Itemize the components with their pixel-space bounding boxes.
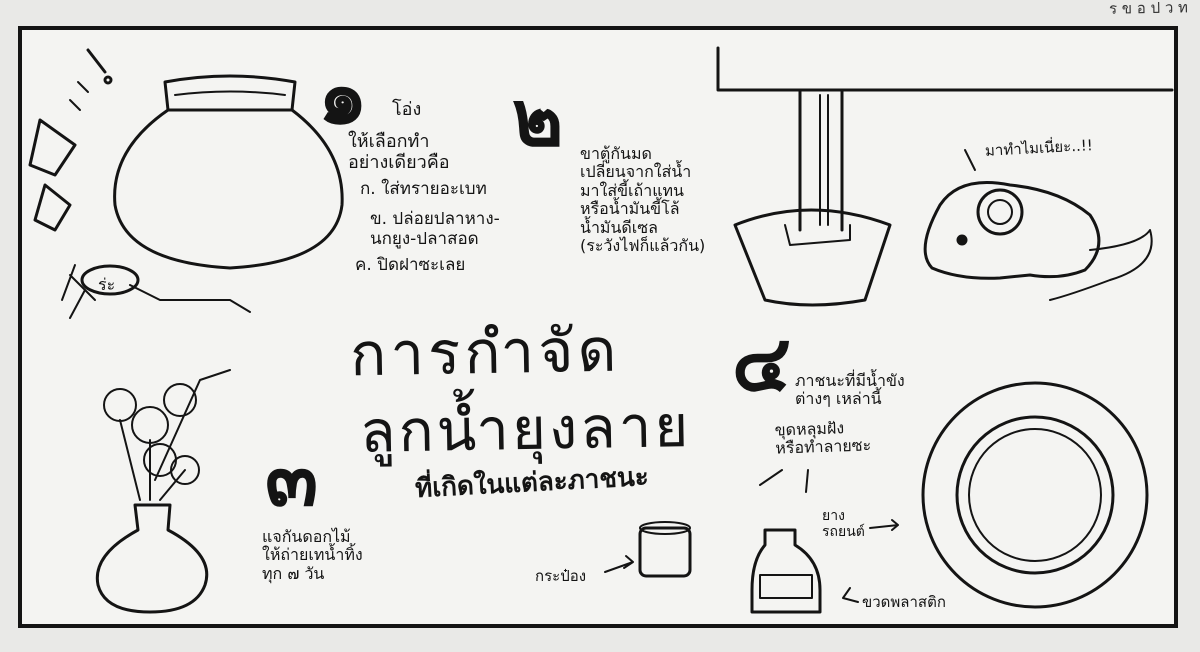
section-4-number: ๔	[732, 318, 792, 409]
section-3-text: แจกันดอกไม้ ให้ถ่ายเทน้ำทิ้ง ทุก ๗ วัน	[262, 527, 363, 583]
section-2-number: ๒	[512, 73, 564, 164]
section-1-option-b: ข. ปล่อยปลาหาง- นกยูง-ปลาสอด	[370, 209, 500, 249]
section-3-number: ๓	[265, 433, 319, 524]
section-1-number: ๑	[318, 51, 368, 142]
can-label: กระป๋อง	[535, 567, 587, 585]
bottle-label: ขวดพลาสติก	[862, 593, 946, 611]
section-1-intro: ให้เลือกทำ อย่างเดียวคือ	[348, 131, 450, 173]
section-4-subtext: ขุดหลุมฝัง หรือทำลายซะ	[774, 418, 872, 459]
section-2-text: ขาตู้กันมด เปลี่ยนจากใส่น้ำ มาใส่ขี้เถ้า…	[580, 144, 706, 255]
corner-text: ร ข อ ป ว ท	[1108, 0, 1189, 18]
tire-label: ยาง รถยนต์	[822, 508, 865, 541]
section-1-option-a: ก. ใส่ทรายอะเบท	[360, 179, 487, 199]
section-4-text: ภาชนะที่มีน้ำขัง ต่างๆ เหล่านี้	[795, 371, 905, 409]
section-1-heading: โอ่ง	[392, 99, 422, 120]
section-1-option-c: ค. ปิดฝาซะเลย	[355, 255, 466, 275]
